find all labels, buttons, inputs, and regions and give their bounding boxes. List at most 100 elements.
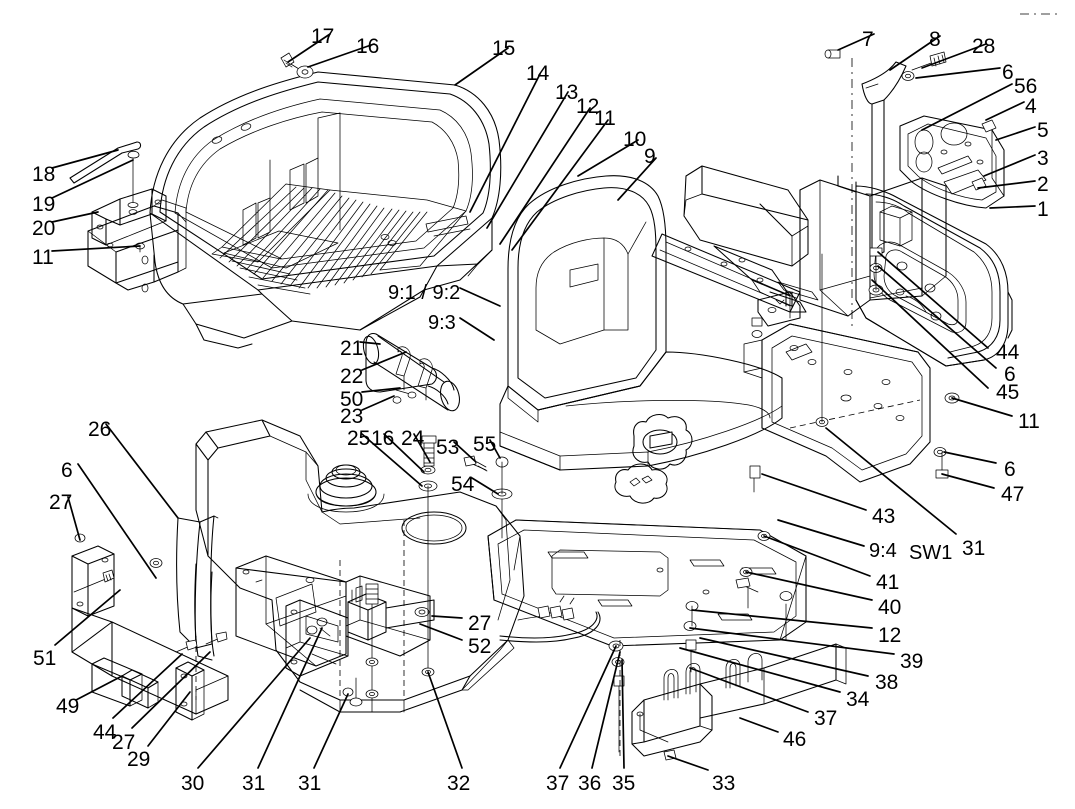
frame-panel-11-left xyxy=(87,199,187,293)
callout-43: 43 xyxy=(872,505,896,528)
callout-10: 10 xyxy=(623,128,647,151)
leader-line xyxy=(621,659,625,769)
callout-2: 2 xyxy=(1037,173,1049,196)
callout-44: 44 xyxy=(93,721,117,744)
callout-53: 53 xyxy=(436,436,460,459)
leader-line xyxy=(915,67,1001,79)
leader-line xyxy=(691,609,873,629)
callout-56: 56 xyxy=(1014,75,1038,98)
callout-3: 3 xyxy=(1037,147,1049,170)
leader-line xyxy=(877,265,997,369)
callout-6: 6 xyxy=(1004,363,1016,386)
callout-27: 27 xyxy=(49,491,73,514)
fuel-tank-fender xyxy=(195,419,525,713)
callout-9-4: 9:4 xyxy=(869,540,897,562)
leader-line xyxy=(413,433,431,463)
callout-1: 1 xyxy=(1037,198,1049,221)
leader-line xyxy=(131,651,211,729)
callout-28: 28 xyxy=(972,35,996,58)
leader-line xyxy=(453,441,477,463)
hopper-washer-16 xyxy=(296,65,314,79)
leader-line xyxy=(419,623,463,641)
callout-29: 29 xyxy=(127,748,151,771)
callout-33: 33 xyxy=(712,772,736,795)
leader-line xyxy=(739,717,779,733)
leader-line xyxy=(431,615,463,619)
leader-line xyxy=(51,159,134,199)
fender-fasteners xyxy=(306,617,354,697)
leader-line xyxy=(591,651,621,769)
leader-line xyxy=(469,73,541,213)
callout-27: 27 xyxy=(112,731,136,754)
leader-line xyxy=(197,637,311,769)
leader-line xyxy=(877,251,989,349)
leader-line xyxy=(51,149,119,169)
callout-31: 31 xyxy=(298,772,322,795)
leader-line xyxy=(361,387,401,393)
leader-line xyxy=(889,35,941,71)
callout-52: 52 xyxy=(468,635,492,658)
screw-19 xyxy=(127,150,140,208)
right-floor-bracket xyxy=(683,247,960,673)
leader-line xyxy=(699,637,869,677)
callout-15: 15 xyxy=(492,37,516,60)
lower-tray xyxy=(285,575,435,713)
muffler-21 xyxy=(362,333,460,412)
callout-49: 49 xyxy=(56,695,80,718)
callout-41: 41 xyxy=(876,571,900,594)
callout-sw1: SW1 xyxy=(909,542,953,564)
callout-55: 55 xyxy=(473,433,497,456)
callout-25: 25 xyxy=(347,427,371,450)
leader-line xyxy=(307,43,375,68)
leader-line xyxy=(361,433,423,487)
seat-base-mount xyxy=(614,463,668,504)
leader-line xyxy=(617,157,657,201)
leader-line xyxy=(361,395,395,411)
callout-37: 37 xyxy=(814,707,838,730)
rod-18 xyxy=(69,141,142,184)
leader-line xyxy=(511,119,609,251)
callout-12: 12 xyxy=(878,624,902,647)
leader-line xyxy=(989,205,1036,209)
callout-6: 6 xyxy=(1004,458,1016,481)
callout-46: 46 xyxy=(783,728,807,751)
callout-27: 27 xyxy=(468,612,492,635)
seat-adjust-knob xyxy=(632,413,693,470)
callout-51: 51 xyxy=(33,647,57,670)
leader-line xyxy=(499,107,591,245)
callout-45: 45 xyxy=(996,381,1020,404)
leader-line xyxy=(147,691,191,747)
leader-line xyxy=(825,427,957,535)
callout-39: 39 xyxy=(900,650,924,673)
hopper-screw-17 xyxy=(280,52,300,70)
callout-6: 6 xyxy=(1002,61,1014,84)
callout-36: 36 xyxy=(578,772,602,795)
callout-24: 24 xyxy=(401,427,425,450)
leader-line xyxy=(995,126,1036,141)
callout-30: 30 xyxy=(181,772,205,795)
callout-44: 44 xyxy=(996,341,1020,364)
leader-line xyxy=(471,477,499,495)
leader-line xyxy=(871,279,989,389)
leader-line xyxy=(837,33,875,51)
callout-31: 31 xyxy=(962,537,986,560)
bracket-52 xyxy=(347,585,435,641)
callout-22: 22 xyxy=(340,365,364,388)
wire-harness xyxy=(499,595,601,643)
leader-line xyxy=(489,439,501,459)
callout-20: 20 xyxy=(32,217,56,240)
leader-line xyxy=(577,139,639,177)
leader-line xyxy=(921,83,1013,131)
leader-line xyxy=(943,451,997,464)
callout-9-1---9-2: 9:1 / 9:2 xyxy=(388,282,461,304)
leader-line xyxy=(983,154,1036,177)
leader-line xyxy=(559,645,617,769)
leader-line xyxy=(689,667,809,713)
leader-line xyxy=(921,43,987,69)
leader-line xyxy=(257,627,323,769)
callout-35: 35 xyxy=(612,772,636,795)
callout-11: 11 xyxy=(1018,410,1040,433)
callout-11: 11 xyxy=(594,107,616,130)
leader-line xyxy=(313,693,349,769)
